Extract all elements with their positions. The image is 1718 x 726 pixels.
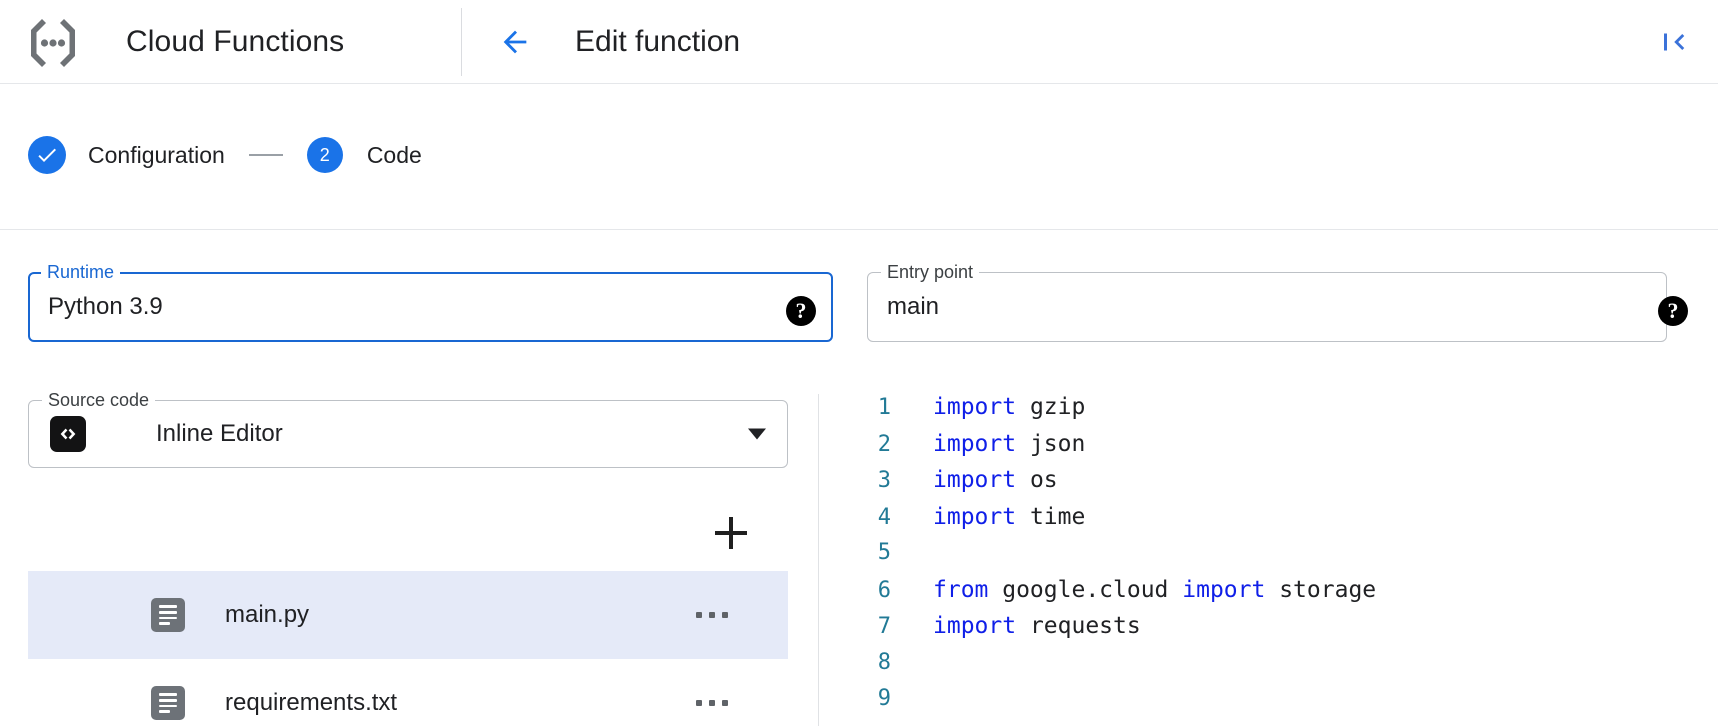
code-keyword: import <box>933 394 1017 420</box>
plus-icon-vertical <box>729 517 733 549</box>
code-line: 7 import requests <box>845 613 1718 650</box>
chevron-down-icon[interactable] <box>748 428 766 440</box>
code-line: 8 <box>845 650 1718 687</box>
source-code-label: Source code <box>42 389 156 411</box>
code-line-text[interactable]: import time <box>933 504 1085 530</box>
file-list: main.py requirements.txt <box>28 571 788 726</box>
product-title: Cloud Functions <box>126 25 345 58</box>
entry-point-label: Entry point <box>881 261 980 283</box>
step-code-marker[interactable]: 2 <box>306 137 343 173</box>
code-line-text[interactable]: import json <box>933 431 1085 457</box>
line-number: 6 <box>877 577 891 603</box>
line-number: 4 <box>877 504 891 530</box>
add-file-button[interactable] <box>703 505 759 561</box>
code-token: requests <box>1016 613 1141 639</box>
runtime-select[interactable]: Runtime Python 3.9 <box>28 261 833 342</box>
code-line: 2 import json <box>845 431 1718 468</box>
line-number: 7 <box>877 614 891 639</box>
appbar-divider <box>461 8 462 76</box>
file-overflow-menu-button[interactable] <box>690 600 734 630</box>
entry-point-input[interactable]: Entry point main <box>867 261 1667 342</box>
code-line-text[interactable]: import requests <box>933 613 1141 639</box>
file-name: requirements.txt <box>225 689 398 716</box>
file-name: main.py <box>225 601 310 628</box>
runtime-value: Python 3.9 <box>48 293 163 320</box>
runtime-label: Runtime <box>41 261 121 283</box>
page-title: Edit function <box>575 25 741 58</box>
code-token: gzip <box>1016 394 1086 420</box>
file-list-item-main-py[interactable]: main.py <box>28 571 788 659</box>
runtime-help-icon[interactable]: ? <box>786 296 816 326</box>
wizard-stepper: Configuration 2 Code <box>0 84 1718 230</box>
code-line: 6 from google.cloud import storage <box>845 577 1718 614</box>
code-keyword: import <box>933 503 1017 530</box>
code-keyword: from <box>933 576 989 603</box>
code-keyword: import <box>1182 576 1266 603</box>
source-code-select[interactable]: Source code Inline Editor <box>28 389 788 468</box>
code-brackets-icon <box>50 416 86 452</box>
line-number: 5 <box>877 540 891 565</box>
top-app-bar: Cloud Functions Edit function <box>0 0 1718 84</box>
line-number: 8 <box>877 649 891 675</box>
line-number: 3 <box>877 468 891 493</box>
code-token: time <box>1016 503 1086 530</box>
step-connector <box>248 154 283 156</box>
code-line: 4 import time <box>845 504 1718 541</box>
code-line: 1 import gzip <box>845 394 1718 431</box>
arrow-left-icon <box>503 30 527 54</box>
step-label-configuration[interactable]: Configuration <box>88 141 225 168</box>
inline-code-editor[interactable]: 1 import gzip 2 import json 3 import os 4 impor… <box>845 394 1718 726</box>
code-token: os <box>1016 467 1058 493</box>
code-line-text[interactable]: import gzip <box>933 394 1085 420</box>
code-line: 9 <box>845 686 1718 723</box>
code-line-text[interactable]: from google.cloud import storage <box>933 577 1376 603</box>
code-line: 5 <box>845 540 1718 577</box>
file-list-item-requirements-txt[interactable]: requirements.txt <box>28 659 788 726</box>
entry-point-help-icon[interactable]: ? <box>1658 296 1688 326</box>
cloud-functions-logo-icon <box>24 14 82 72</box>
collapse-panel-button[interactable] <box>1648 16 1700 68</box>
entry-point-value: main <box>887 293 940 320</box>
back-button[interactable] <box>487 14 543 70</box>
code-token: json <box>1016 430 1086 457</box>
file-overflow-menu-button[interactable] <box>690 688 734 718</box>
code-line-text[interactable]: import os <box>933 467 1058 493</box>
file-description-icon <box>151 686 185 720</box>
line-number: 9 <box>877 686 891 711</box>
panel-divider <box>818 394 819 726</box>
line-number: 1 <box>877 395 891 420</box>
code-token: google.cloud <box>988 576 1183 603</box>
code-line: 3 import os <box>845 467 1718 504</box>
code-keyword: import <box>933 613 1017 639</box>
step-label-code: Code <box>366 141 422 168</box>
code-keyword: import <box>933 430 1017 457</box>
entry-point-field-outline <box>867 272 1667 342</box>
file-description-icon <box>151 598 185 632</box>
check-icon <box>38 148 56 162</box>
code-token: storage <box>1265 576 1377 603</box>
line-number: 2 <box>877 431 891 457</box>
code-keyword: import <box>933 467 1017 493</box>
collapse-panel-left-icon <box>1664 33 1685 51</box>
source-code-value: Inline Editor <box>156 420 283 447</box>
step-configuration-marker[interactable] <box>28 136 66 174</box>
